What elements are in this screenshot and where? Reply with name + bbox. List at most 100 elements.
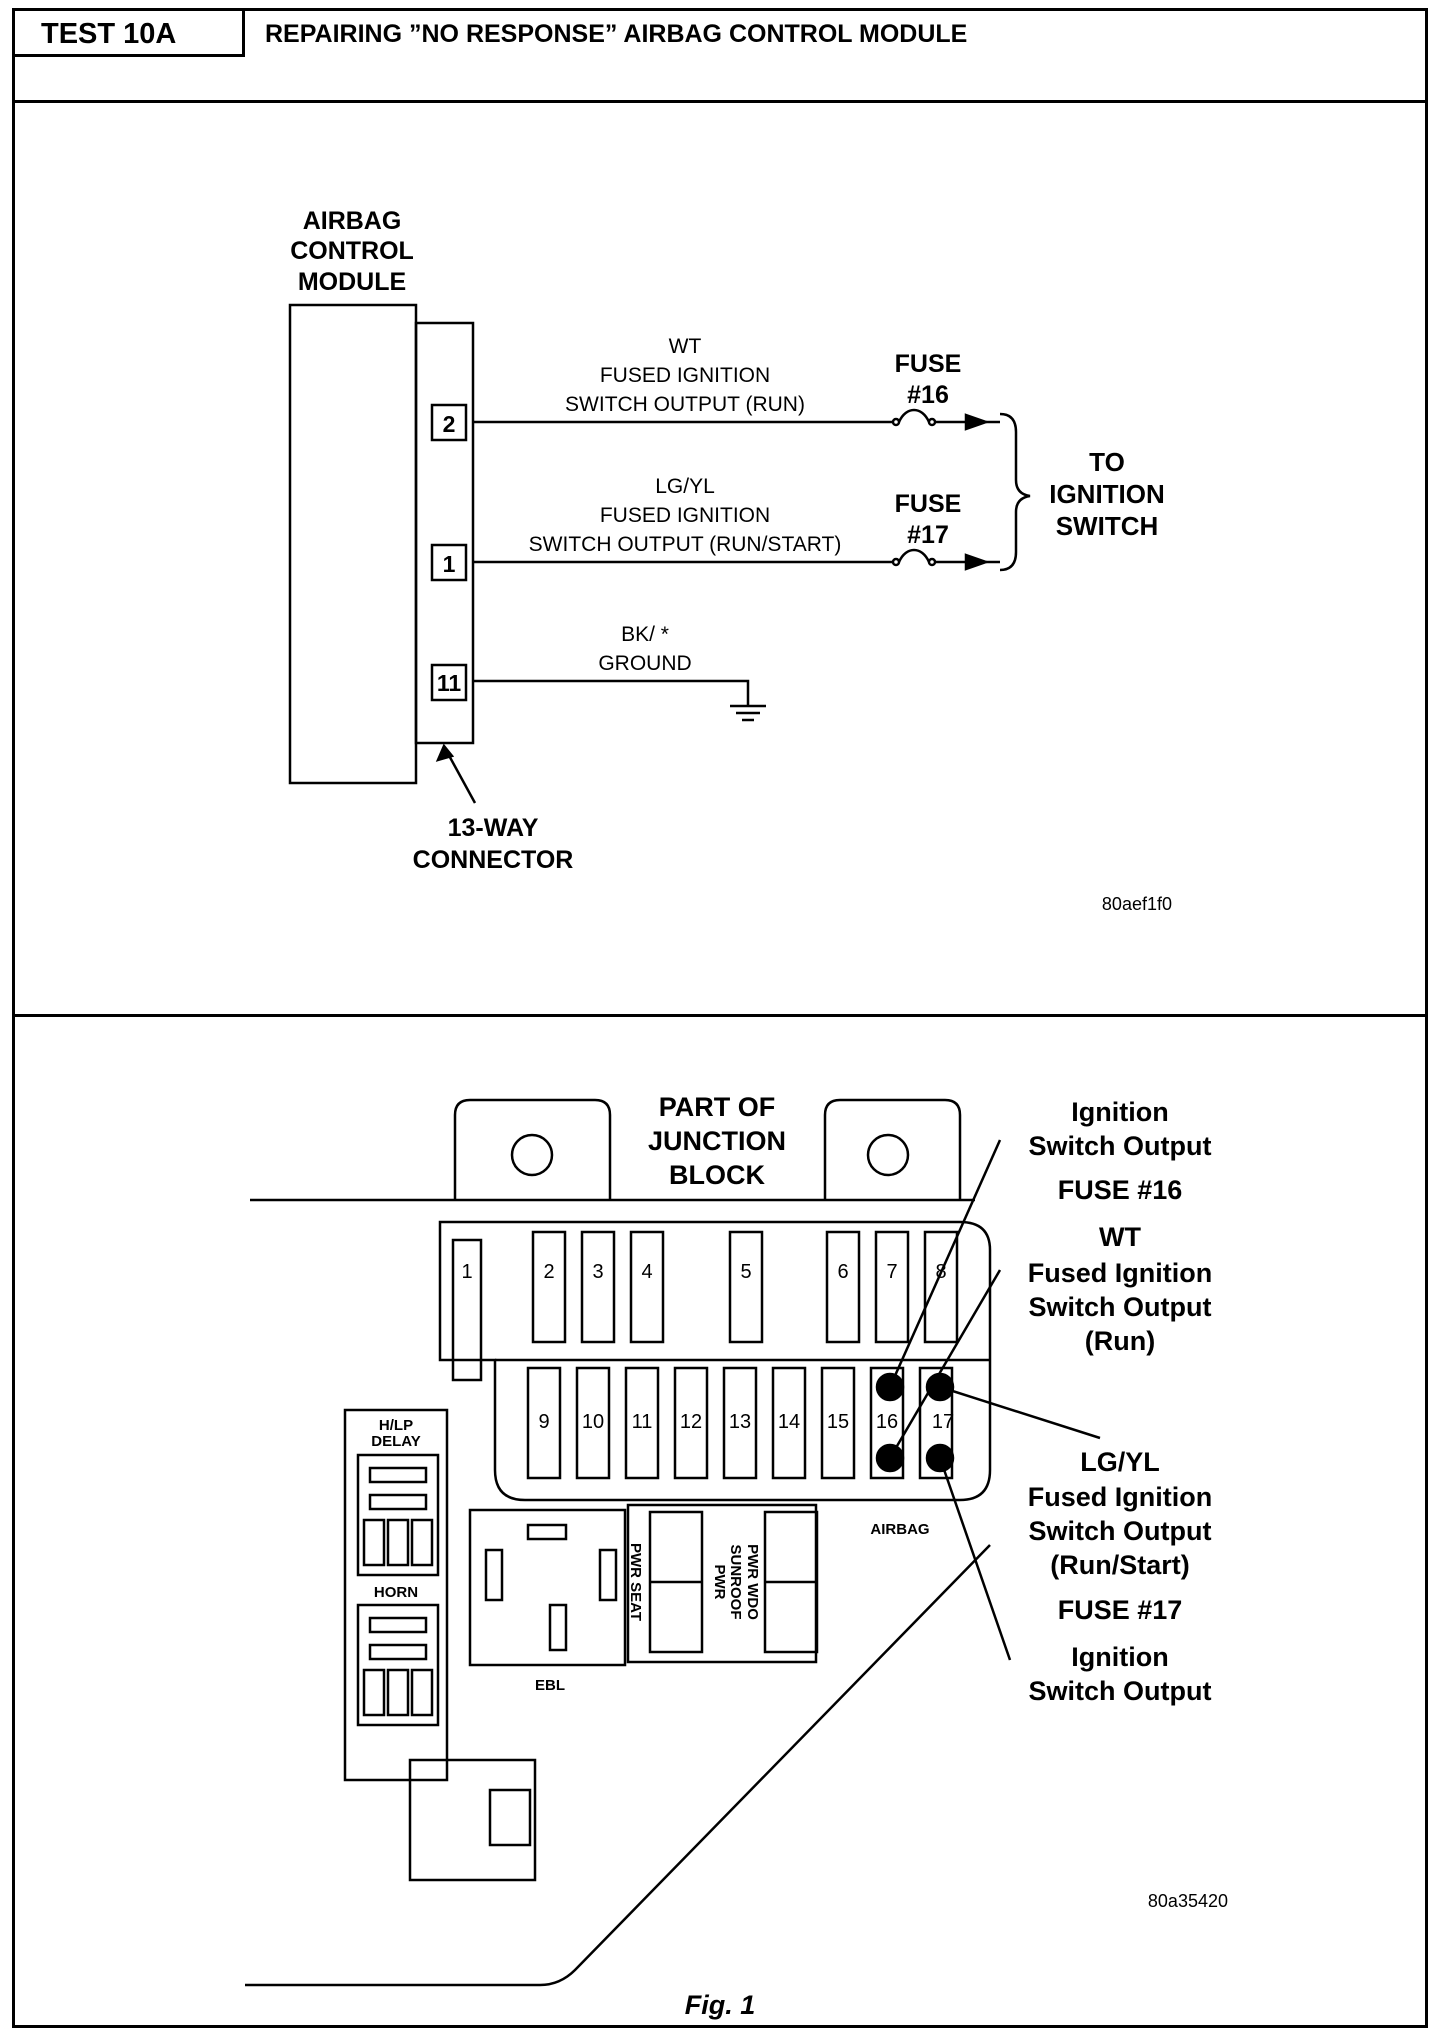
callout-top-5: Fused Ignition [1028, 1258, 1212, 1288]
fuse-16-label-1: FUSE [895, 350, 962, 378]
fuse-16-label-2: #16 [907, 381, 949, 409]
pwr-sunroof-label-1: PWR [711, 1565, 728, 1600]
ebl-label: EBL [535, 1677, 565, 1694]
fuse-label-16: 16 [876, 1411, 898, 1433]
section-divider [15, 1014, 1425, 1017]
fuse-11 [624, 1366, 660, 1480]
pin-11-label: 11 [437, 670, 462, 696]
13-way-connector [414, 321, 475, 745]
callout-bottom-5: FUSE #17 [1058, 1595, 1183, 1625]
arrow-icon [964, 553, 990, 571]
pwr-wdo-label: PWR WDO [744, 1544, 761, 1620]
callout-top-4: WT [1099, 1222, 1141, 1252]
test-id: TEST 10A [15, 11, 245, 57]
callout-top-2: Switch Output [1029, 1131, 1212, 1161]
wire-ground-color: BK/ * [621, 623, 669, 646]
junction-labels: PART OF JUNCTION BLOCK 1 2 3 4 5 6 7 8 9… [371, 1092, 1228, 1911]
wire-ground [473, 679, 750, 706]
dash-bottom-line [245, 1544, 991, 1987]
fuse-label-12: 12 [680, 1411, 702, 1433]
mount-hole-left [510, 1133, 554, 1177]
junction-title-1: PART OF [659, 1092, 776, 1122]
fuse-label-14: 14 [778, 1411, 800, 1433]
fuse-12 [673, 1366, 709, 1480]
junction-body [438, 1220, 992, 1502]
pin-2-label: 2 [443, 411, 456, 437]
mount-tab-right [823, 1098, 962, 1200]
to-ignition-1: TO [1089, 447, 1125, 477]
callout-top-3: FUSE #16 [1058, 1175, 1183, 1205]
fuse-label-13: 13 [729, 1411, 751, 1433]
fuse-label-3: 3 [592, 1261, 603, 1283]
callout-top-7: (Run) [1085, 1326, 1155, 1356]
brace-icon [999, 412, 1031, 572]
leader-17-ignition [938, 1457, 1012, 1661]
fuse-5 [728, 1230, 764, 1344]
fuse-6 [825, 1230, 861, 1344]
connector-leader [444, 749, 477, 804]
callout-bottom-2: Fused Ignition [1028, 1482, 1212, 1512]
fuse-17-label-1: FUSE [895, 490, 962, 518]
to-ignition-2: IGNITION [1049, 479, 1165, 509]
fuse-1 [451, 1238, 483, 1382]
fuse-4 [629, 1230, 665, 1344]
fuse-label-11: 11 [632, 1411, 653, 1433]
wire-wt-color: WT [669, 335, 702, 358]
mount-tab-left [453, 1098, 612, 1200]
module-label-2: CONTROL [290, 237, 414, 265]
fuse-label-4: 4 [641, 1261, 652, 1283]
fuse-14 [771, 1366, 807, 1480]
fuse-16-slot [869, 1366, 905, 1480]
schematic-labels: AIRBAG CONTROL MODULE 2 1 11 WT FUSED IG… [290, 207, 1172, 914]
leader-17-lgyl [939, 1385, 1101, 1440]
callout-top-1: Ignition [1071, 1097, 1168, 1127]
callout-bottom-4: (Run/Start) [1050, 1550, 1189, 1580]
airbag-control-module [288, 303, 418, 785]
to-ignition-3: SWITCH [1056, 511, 1159, 541]
junction-title-3: BLOCK [669, 1160, 765, 1190]
fuse-label-1: 1 [461, 1261, 472, 1283]
wire-wt-desc-1: FUSED IGNITION [600, 364, 770, 387]
fuse-label-5: 5 [740, 1261, 751, 1283]
relay-panel [343, 1408, 449, 1782]
fuse-label-8: 8 [935, 1261, 946, 1283]
horn-label: HORN [374, 1584, 418, 1601]
fuse-label-15: 15 [827, 1411, 849, 1433]
hlp-delay-relay [356, 1453, 440, 1577]
pin-1-box [430, 543, 468, 582]
fuse-17-icon [897, 548, 931, 563]
callout-bottom-3: Switch Output [1029, 1516, 1212, 1546]
figure-caption: Fig. 1 [684, 1990, 756, 2020]
mount-hole-right [866, 1133, 910, 1177]
module-label-1: AIRBAG [303, 207, 402, 235]
airbag-schematic [288, 303, 1031, 804]
header-divider [15, 100, 1425, 103]
misc-connector [408, 1758, 537, 1882]
pwr-seat-label: PWR SEAT [627, 1543, 644, 1621]
leader-16-wt [888, 1269, 1002, 1459]
fuse-label-17: 17 [932, 1411, 954, 1433]
wire-ground-desc: GROUND [598, 652, 691, 675]
junction-ref: 80a35420 [1148, 1891, 1228, 1911]
pin-11-box [430, 663, 468, 702]
fuse-10 [575, 1366, 611, 1480]
ebl-relay [468, 1508, 627, 1667]
wire-lgyl-color: LG/YL [655, 475, 715, 498]
wire-lgyl-desc-1: FUSED IGNITION [600, 504, 770, 527]
callout-bottom-6: Ignition [1071, 1642, 1168, 1672]
fuse-15 [820, 1366, 856, 1480]
arrow-icon [964, 413, 990, 431]
connector-label-1: 13-WAY [448, 814, 539, 842]
fuse-17-slot [918, 1366, 954, 1480]
callout-bottom-1: LG/YL [1080, 1447, 1160, 1477]
callout-top-6: Switch Output [1029, 1292, 1212, 1322]
fuse-label-9: 9 [538, 1411, 549, 1433]
fuse-13 [722, 1366, 758, 1480]
pwr-sunroof-label-2: SUNROOF [727, 1545, 744, 1620]
fuse-16-icon [897, 408, 931, 423]
fuse-label-10: 10 [582, 1411, 604, 1433]
fuse-7 [874, 1230, 910, 1344]
fuse-label-2: 2 [543, 1261, 554, 1283]
horn-relay [356, 1603, 440, 1727]
